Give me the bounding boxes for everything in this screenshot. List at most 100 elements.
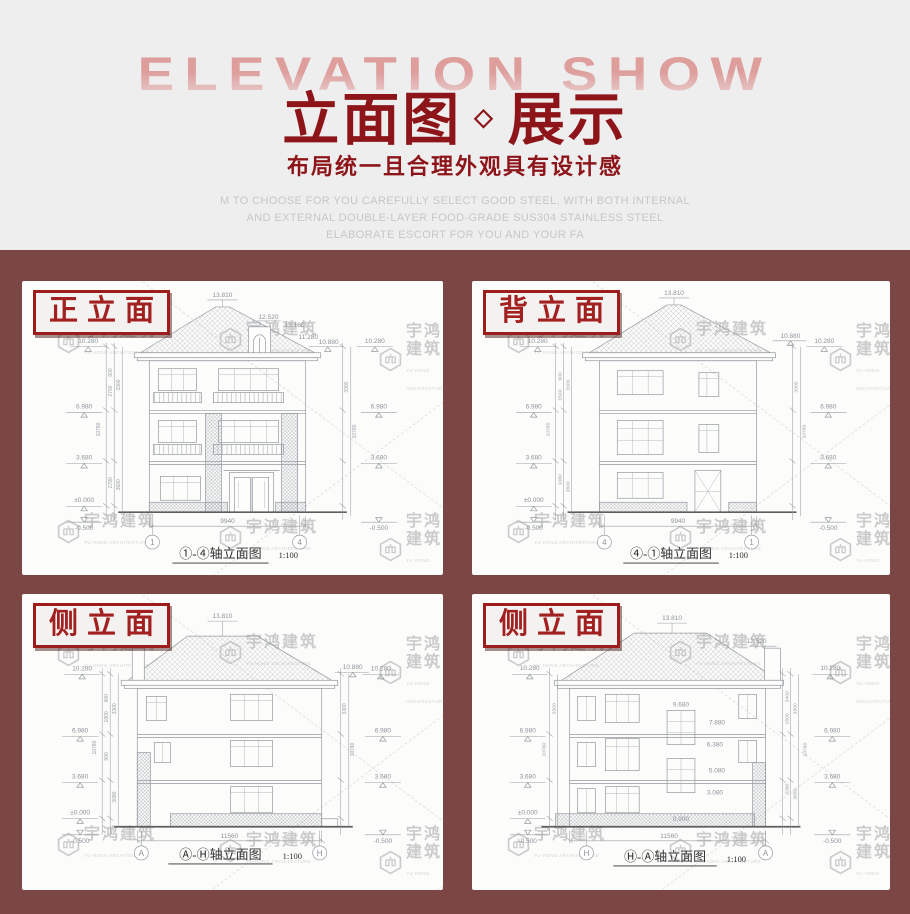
backdrop-fade bbox=[0, 72, 910, 124]
diamond-divider-icon: ◇ bbox=[474, 104, 496, 131]
v-dim: 2700 bbox=[108, 385, 114, 396]
width-dim: 9940 bbox=[220, 518, 235, 525]
mid-level-labels: 9.680 7.880 6.380 5.080 3.080 0.900 bbox=[673, 701, 726, 822]
description: M TO CHOOSE FOR YOU CAREFULLY SELECT GOO… bbox=[0, 193, 910, 244]
hexagon-logo-icon bbox=[379, 347, 402, 371]
width-dim: 11560 bbox=[221, 833, 239, 840]
v-dim: 3650 bbox=[792, 788, 798, 799]
mid-dim: 9.680 bbox=[673, 701, 690, 708]
level-label: 6.980 bbox=[371, 404, 388, 411]
v-dim: 600 bbox=[104, 694, 110, 703]
level-label: 10.280 bbox=[820, 665, 840, 672]
level-label: 6.980 bbox=[72, 727, 89, 734]
caption-scale: 1:100 bbox=[727, 854, 746, 864]
roof-dim: 10.880 bbox=[781, 333, 801, 340]
dimension-stack-left: 3300 10780 bbox=[542, 668, 558, 835]
level-markers-right: 10.280 6.980 3.680 -0.500 bbox=[362, 665, 401, 845]
side-elevation-drawing: 13.810 12.520 10.880 bbox=[62, 613, 401, 865]
watermark-name: 宇鸿建筑 bbox=[406, 636, 443, 671]
level-label: 6.980 bbox=[375, 727, 392, 734]
watermark-subtitle: YU HONG ARCHITECTURE bbox=[856, 681, 890, 704]
ridge-dim: 13.810 bbox=[662, 615, 682, 622]
hexagon-logo-icon bbox=[507, 329, 530, 353]
watermark-name: 宇鸿建筑 bbox=[696, 832, 769, 849]
bottom-dimension: 11560 A H bbox=[133, 830, 328, 861]
facade bbox=[114, 679, 353, 828]
watermark-subtitle: YU HONG ARCHITECTURE bbox=[856, 871, 890, 890]
v-dim: 600 bbox=[108, 368, 114, 377]
panel-label: 正立面 bbox=[33, 290, 171, 336]
ridge-dim: 13.810 bbox=[664, 290, 684, 297]
width-dim: 9940 bbox=[671, 518, 686, 525]
v-dim: 1800 bbox=[104, 711, 110, 722]
watermark-subtitle: YU HONG ARCHITECTURE bbox=[406, 558, 430, 563]
v-dim: 3680 bbox=[112, 791, 118, 802]
roof-dim: 12.180 bbox=[285, 322, 305, 329]
watermark-subtitle: YU HONG ARCHITECTURE bbox=[534, 350, 600, 355]
watermark-subtitle: YU HONG ARCHITECTURE bbox=[696, 546, 762, 551]
caption: Ⓗ-Ⓐ轴立面图 1:100 bbox=[613, 849, 746, 867]
v-dim: 3300 bbox=[792, 703, 798, 714]
level-label: -0.500 bbox=[823, 838, 842, 845]
level-label: ±0.000 bbox=[74, 497, 94, 504]
level-markers-left: 10.280 6.980 3.680 ±0.000 -0.500 bbox=[66, 338, 107, 532]
level-label: -0.500 bbox=[374, 838, 393, 845]
v-dim: 1500 bbox=[558, 389, 564, 400]
v-dim: 3300 bbox=[793, 381, 799, 392]
v-dim: 10780 bbox=[802, 742, 808, 756]
v-dim: 3300 bbox=[552, 703, 558, 714]
page-title-left: 立面图 bbox=[282, 88, 463, 152]
level-label: 3.680 bbox=[824, 774, 841, 781]
caption-text: Ⓗ-Ⓐ轴立面图 bbox=[624, 849, 706, 864]
axis-bubble: 4 bbox=[297, 538, 302, 547]
watermark-name: 宇鸿建筑 bbox=[246, 519, 319, 536]
level-label: 10.280 bbox=[72, 665, 92, 672]
hexagon-logo-icon bbox=[57, 329, 80, 353]
v-dim: 2280 bbox=[785, 783, 791, 794]
ridge-dim: 13.810 bbox=[213, 292, 233, 299]
watermark-name: 宇鸿建筑 bbox=[856, 513, 890, 548]
hexagon-logo-icon bbox=[507, 519, 530, 543]
watermark-name: 宇鸿建筑 bbox=[406, 513, 443, 548]
watermark-subtitle: YU HONG ARCHITECTURE bbox=[84, 853, 150, 858]
v-dim: 3300 bbox=[112, 703, 118, 714]
mid-dim: 3.080 bbox=[707, 790, 724, 797]
level-label: 3.680 bbox=[72, 774, 89, 781]
mid-dim: 5.080 bbox=[709, 768, 726, 775]
page-subtitle: 布局统一且合理外观具有设计感 bbox=[286, 154, 623, 179]
axis-bubble: A bbox=[763, 849, 769, 858]
level-label: -0.500 bbox=[519, 838, 538, 845]
roof-dim: 12.520 bbox=[747, 638, 767, 645]
level-label: 6.980 bbox=[520, 727, 537, 734]
hexagon-logo-icon bbox=[379, 850, 402, 874]
v-dim: 3300 bbox=[342, 703, 348, 714]
caption-text: ①-④轴立面图 bbox=[179, 546, 261, 561]
level-markers-left: 10.280 6.980 3.680 ±0.000 -0.500 bbox=[62, 665, 101, 845]
facade bbox=[118, 352, 347, 514]
facade bbox=[567, 352, 797, 514]
level-label: 6.980 bbox=[820, 404, 837, 411]
level-label: 6.980 bbox=[824, 727, 841, 734]
v-dim: 10780 bbox=[542, 742, 548, 756]
v-dim: 3680 bbox=[116, 479, 122, 490]
watermark-name: 宇鸿建筑 bbox=[406, 826, 443, 861]
panel-label: 侧立面 bbox=[33, 603, 171, 649]
level-label: ±0.000 bbox=[518, 810, 538, 817]
level-label: 10.280 bbox=[814, 338, 834, 345]
watermark-name: 宇鸿建筑 bbox=[84, 826, 157, 843]
watermark-subtitle: YU HONG ARCHITECTURE bbox=[84, 350, 150, 355]
description-line: M TO CHOOSE FOR YOU CAREFULLY SELECT GOO… bbox=[220, 195, 690, 207]
watermark-name: 宇鸿建筑 bbox=[856, 323, 890, 358]
caption: ④-①轴立面图 1:100 bbox=[623, 546, 748, 564]
hexagon-logo-icon bbox=[829, 347, 852, 371]
watermark-name: 宇鸿建筑 bbox=[696, 519, 769, 536]
level-markers-right: 10.280 6.980 3.680 -0.500 bbox=[356, 338, 397, 532]
